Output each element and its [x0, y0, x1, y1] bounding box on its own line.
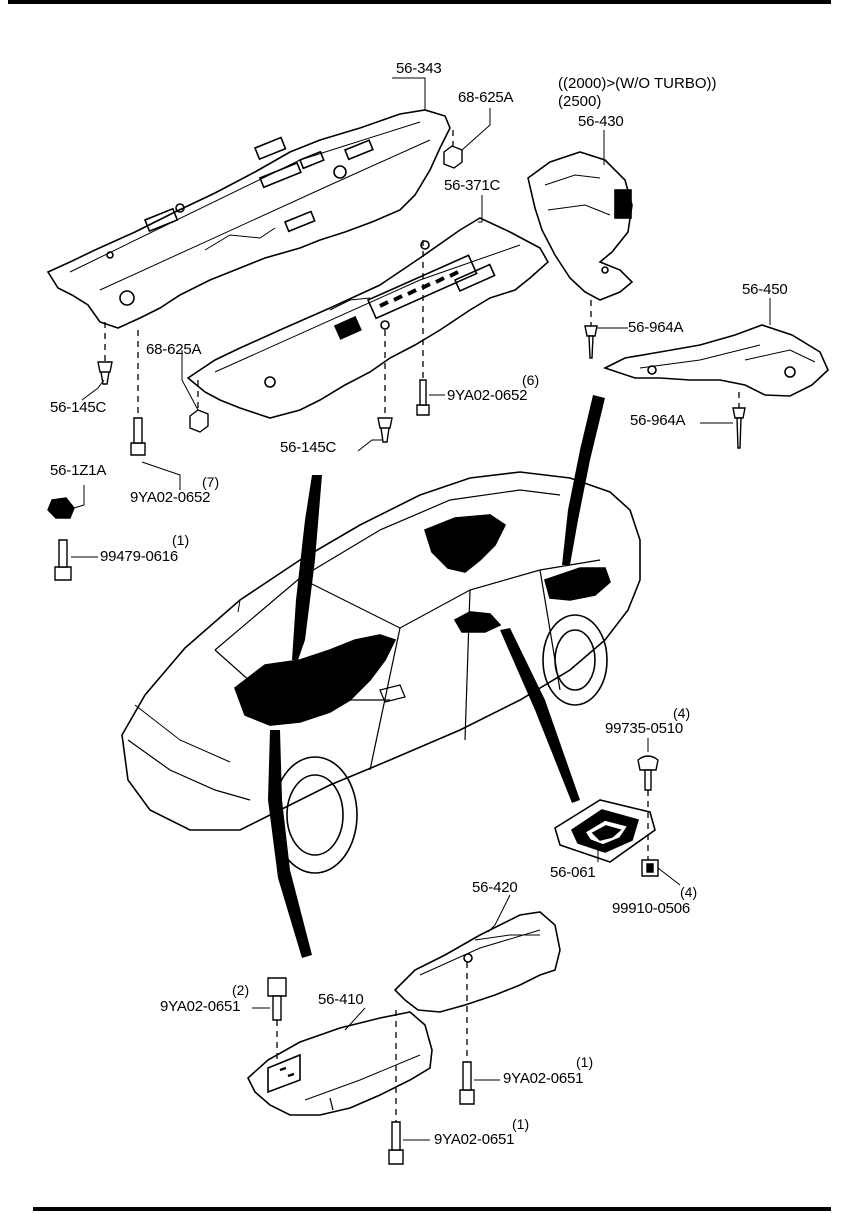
part-label-9YA02-0651-right[interactable]: 9YA02-0651 [503, 1070, 584, 1087]
cover-56-420 [393, 911, 561, 1013]
variant-note-line2: (2500) [558, 93, 602, 110]
part-label-56-343[interactable]: 56-343 [396, 60, 442, 77]
variant-note-line1: ((2000)>(W/O TURBO)) [558, 75, 717, 92]
part-label-9YA02-0652-mid[interactable]: 9YA02-0652 [447, 387, 528, 404]
part-label-9YA02-0651-bottom[interactable]: 9YA02-0651 [434, 1131, 515, 1148]
part-label-9YA02-0652-left[interactable]: 9YA02-0652 [130, 489, 211, 506]
qty-99735-0510: (4) [673, 705, 691, 721]
part-label-68-625A-mid[interactable]: 68-625A [146, 341, 202, 358]
pointer-swooshes [268, 395, 605, 958]
qty-9YA02-0651-bottom: (1) [512, 1116, 530, 1132]
undercover-56-371C [186, 217, 550, 419]
part-label-56-145C-left[interactable]: 56-145C [50, 399, 107, 416]
engine-cover-56-430 [527, 151, 634, 301]
part-label-68-625A-top[interactable]: 68-625A [458, 89, 514, 106]
part-label-56-430[interactable]: 56-430 [578, 113, 624, 130]
insulator-56-061 [554, 799, 656, 863]
part-label-56-410[interactable]: 56-410 [318, 991, 364, 1008]
part-label-99479-0616[interactable]: 99479-0616 [100, 548, 179, 565]
assembly-lines [104, 130, 740, 1122]
qty-9YA02-0652-mid: (6) [522, 372, 540, 388]
leader-lines [71, 77, 771, 1141]
part-label-56-450[interactable]: 56-450 [742, 281, 788, 298]
part-label-56-964A-lower[interactable]: 56-964A [630, 412, 686, 429]
car-outline [121, 471, 641, 874]
part-label-56-420[interactable]: 56-420 [472, 879, 518, 896]
qty-9YA02-0651-left: (2) [232, 982, 250, 998]
part-label-56-964A-upper[interactable]: 56-964A [628, 319, 684, 336]
undercover-56-343 [46, 109, 451, 329]
qty-99910-0506: (4) [680, 884, 698, 900]
qty-9YA02-0652-left: (7) [202, 474, 220, 490]
cover-56-410 [247, 1011, 433, 1116]
bottom-border [33, 1207, 831, 1211]
side-cover-56-450 [602, 324, 829, 397]
top-border [8, 0, 831, 4]
qty-9YA02-0651-right: (1) [576, 1054, 594, 1070]
part-label-56-061[interactable]: 56-061 [550, 864, 596, 881]
part-label-56-371C[interactable]: 56-371C [444, 177, 501, 194]
qty-99479-0616: (1) [172, 532, 190, 548]
part-label-99735-0510[interactable]: 99735-0510 [605, 720, 684, 737]
part-label-56-1Z1A[interactable]: 56-1Z1A [50, 462, 107, 479]
fasteners [47, 145, 746, 1165]
part-label-9YA02-0651-left[interactable]: 9YA02-0651 [160, 998, 241, 1015]
part-label-99910-0506[interactable]: 99910-0506 [612, 900, 691, 917]
part-label-56-145C-mid[interactable]: 56-145C [280, 439, 337, 456]
